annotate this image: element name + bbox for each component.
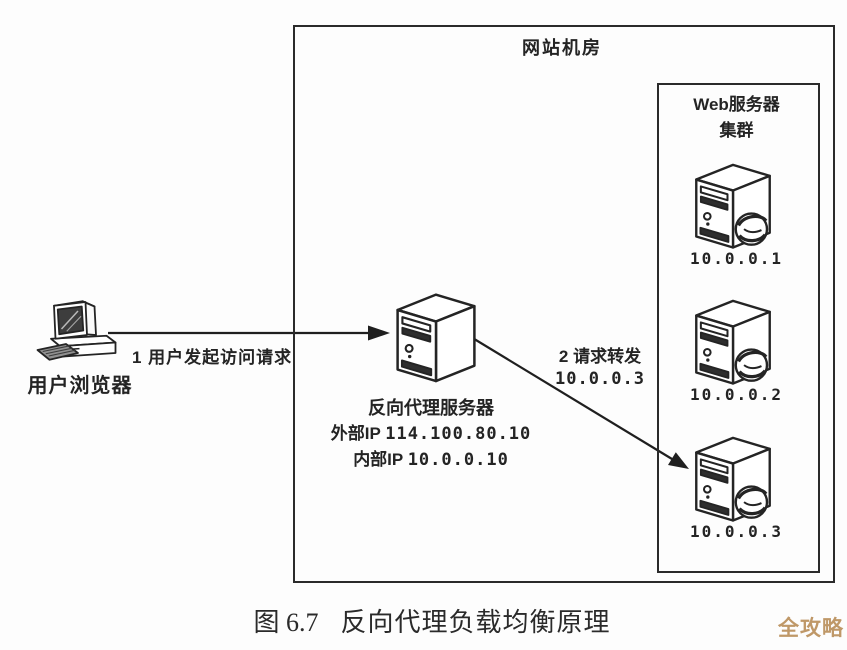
forward-flow-label: 2 请求转发 10.0.0.3 xyxy=(546,345,654,391)
proxy-external-ip-value: 114.100.80.10 xyxy=(385,424,532,444)
proxy-internal-ip: 内部IP 10.0.0.10 xyxy=(281,447,581,473)
forward-arrow-line xyxy=(465,333,673,460)
web-server-1-ip: 10.0.0.1 xyxy=(689,249,784,268)
figure-caption: 图 6.7 反向代理负载均衡原理 xyxy=(124,602,740,639)
proxy-external-ip-label: 外部IP xyxy=(330,424,381,443)
proxy-internal-ip-value: 10.0.0.10 xyxy=(407,450,509,470)
proxy-external-ip: 外部IP 114.100.80.10 xyxy=(281,421,581,447)
proxy-server-icon xyxy=(388,281,484,387)
watermark-text: 全攻略 xyxy=(778,617,844,640)
proxy-text-block: 反向代理服务器 外部IP 114.100.80.10 内部IP 10.0.0.1… xyxy=(281,395,581,473)
forward-flow-target-ip: 10.0.0.3 xyxy=(555,369,645,389)
cluster-box xyxy=(657,83,820,573)
cluster-title: Web服务器 集群 xyxy=(657,92,816,145)
client-label: 用户浏览器 xyxy=(27,375,133,397)
figure-number: 图 6.7 xyxy=(253,608,319,637)
proxy-internal-ip-label: 内部IP xyxy=(353,450,403,469)
web-server-2-ip: 10.0.0.2 xyxy=(689,385,784,404)
web-server-2-icon xyxy=(687,288,779,389)
web-server-1-icon xyxy=(687,152,779,253)
request-flow-label: 1 用户发起访问请求 xyxy=(132,348,293,367)
web-server-3-icon xyxy=(687,425,779,526)
cluster-title-line1: Web服务器 xyxy=(693,95,780,114)
request-arrowhead-icon xyxy=(368,325,390,341)
proxy-name: 反向代理服务器 xyxy=(368,398,494,418)
datacenter-label: 网站机房 xyxy=(522,38,602,58)
cluster-title-line2: 集群 xyxy=(719,121,754,141)
forward-flow-label-text: 2 请求转发 xyxy=(558,347,642,366)
datacenter-box xyxy=(293,25,835,583)
client-computer-icon xyxy=(36,296,126,371)
web-server-3-ip: 10.0.0.3 xyxy=(689,522,784,541)
figure-title: 反向代理负载均衡原理 xyxy=(340,608,611,637)
forward-arrowhead-icon xyxy=(668,452,689,469)
